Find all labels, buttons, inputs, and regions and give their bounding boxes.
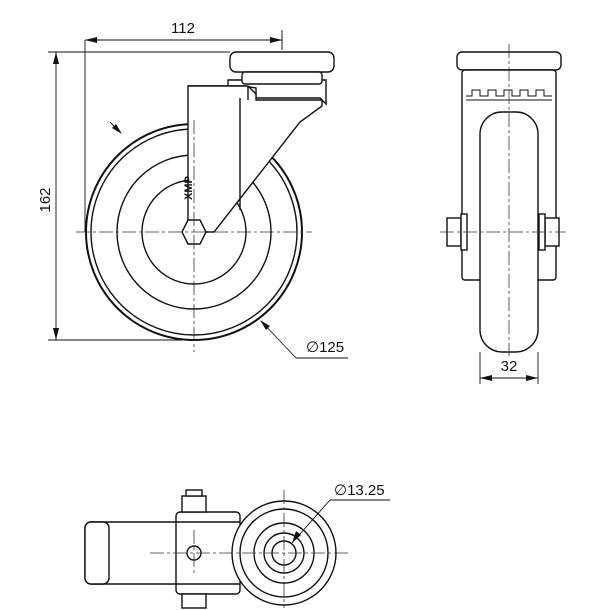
dimension-width: 112 <box>84 20 283 232</box>
bottom-axle-nut-top <box>181 495 207 513</box>
fork-arm <box>187 85 323 233</box>
front-view: XMP <box>76 30 335 352</box>
side-swivel-teeth <box>466 89 552 97</box>
swivel-ring <box>241 71 323 85</box>
bottom-axle-nut-bottom <box>181 593 207 609</box>
brand-logo: XMP <box>183 176 195 200</box>
dimension-width-label: 112 <box>171 20 195 37</box>
dimension-wheel-diameter-label: ∅125 <box>306 339 344 356</box>
dimension-height-label: 162 <box>37 187 54 212</box>
bottom-view <box>84 489 348 609</box>
side-view <box>440 44 566 356</box>
bottom-wheel-tread <box>84 521 110 585</box>
dimension-height: 162 <box>37 51 230 341</box>
dimension-bolt-hole: ∅13.25 <box>291 482 390 544</box>
dimension-bolt-hole-label: ∅13.25 <box>334 482 385 499</box>
dimension-tread-width: 32 <box>479 352 539 384</box>
dimension-wheel-diameter: ∅125 <box>109 121 348 359</box>
top-plate <box>229 51 335 73</box>
dimension-tread-width-label: 32 <box>501 358 518 375</box>
